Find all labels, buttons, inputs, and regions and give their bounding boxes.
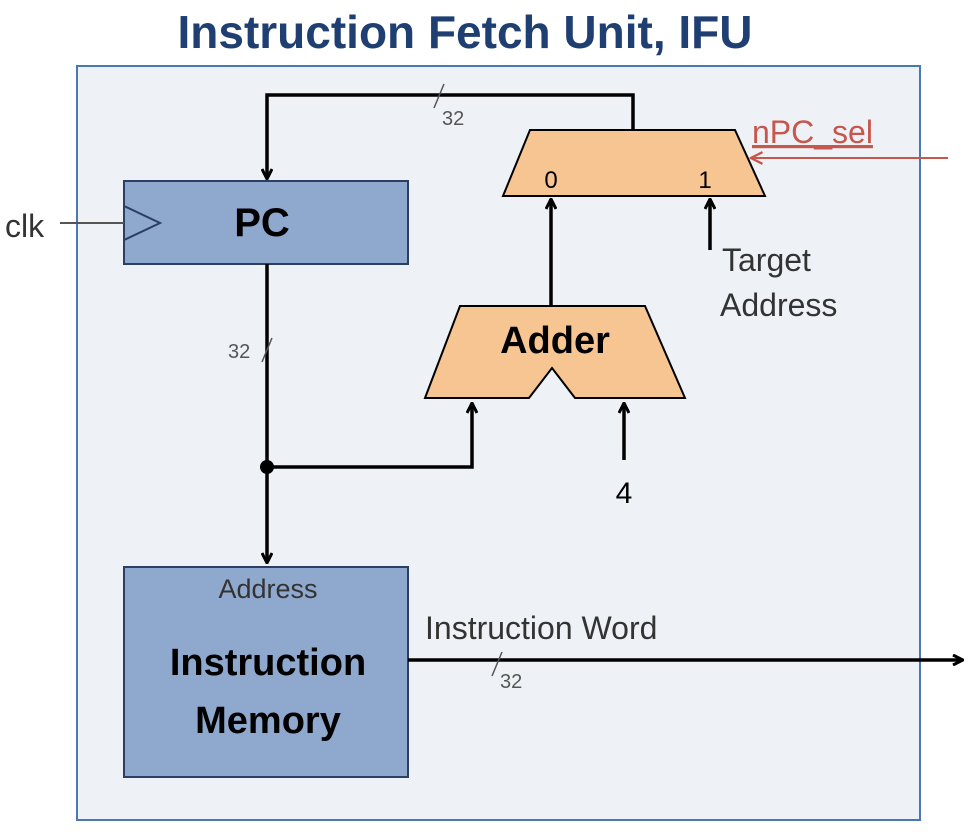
pc-to-adder-wire — [267, 404, 472, 469]
clk-label: clk — [5, 208, 45, 244]
bus-slash-instruction — [491, 651, 503, 677]
pc-adder — [423, 305, 687, 399]
instruction-word-label: Instruction Word — [425, 610, 657, 646]
target-address-label-line2: Address — [720, 287, 837, 323]
clock-edge-triangle — [123, 205, 163, 241]
bus-slash-pc-out — [261, 337, 273, 363]
next-pc-mux — [501, 129, 767, 197]
diagram-title: Instruction Fetch Unit, IFU — [178, 6, 753, 58]
bus-width-instruction: 32 — [500, 671, 522, 693]
mux-input-0-label: 0 — [544, 167, 557, 194]
memory-address-port-label: Address — [218, 574, 317, 604]
npc-sel-label: nPC_sel — [752, 114, 873, 150]
pc-register — [123, 180, 409, 265]
adder-label: Adder — [500, 320, 610, 362]
target-address-label-line1: Target — [722, 242, 811, 278]
next-pc-feedback-wire — [267, 93, 635, 178]
constant-four-label: 4 — [616, 477, 633, 510]
bus-width-feedback: 32 — [442, 108, 464, 130]
memory-label-line1: Instruction — [170, 642, 366, 684]
mux-input-1-label: 1 — [698, 167, 711, 194]
instruction-memory — [123, 566, 409, 778]
pc-label: PC — [234, 201, 290, 245]
bus-width-pc-out: 32 — [228, 341, 250, 363]
bus-slash-feedback — [433, 83, 445, 109]
memory-label-line2: Memory — [195, 700, 341, 742]
